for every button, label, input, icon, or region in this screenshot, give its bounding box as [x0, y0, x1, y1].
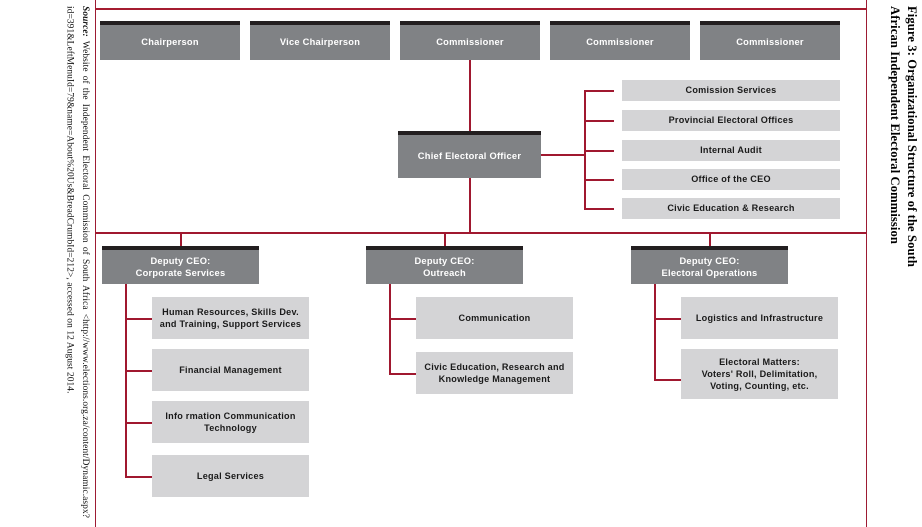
- unit-node-internal-audit[interactable]: Internal Audit: [622, 140, 840, 161]
- node-label: Info rmation Communication Technology: [165, 410, 296, 433]
- child-node-information-communication-technology[interactable]: Info rmation Communication Technology: [152, 401, 309, 443]
- child-node-civic-education-research-knowledge-management[interactable]: Civic Education, Research and Knowledge …: [416, 352, 573, 394]
- connector-or-child-2: [389, 373, 416, 375]
- source-label: Source:: [80, 6, 90, 37]
- board-node-commissioner-3[interactable]: Commissioner: [700, 21, 840, 60]
- board-node-commissioner-2[interactable]: Commissioner: [550, 21, 690, 60]
- node-label: Civic Education & Research: [667, 203, 795, 214]
- unit-node-office-of-the-ceo[interactable]: Office of the CEO: [622, 169, 840, 190]
- connector-cs-child-3: [125, 422, 152, 424]
- deputy-node-corporate-services[interactable]: Deputy CEO: Corporate Services: [102, 246, 259, 284]
- node-label: Deputy CEO: Electoral Operations: [661, 255, 758, 278]
- board-node-commissioner-1[interactable]: Commissioner: [400, 21, 540, 60]
- connector-bus-to-deputy-1: [180, 232, 182, 246]
- connector-spine-electoral-operations: [654, 284, 656, 380]
- node-label: Chairperson: [141, 37, 199, 48]
- connector-unit-1: [584, 90, 614, 92]
- node-label: Communication: [458, 312, 531, 323]
- source-text: Website of the Independent Electoral Com…: [64, 6, 91, 518]
- unit-node-provincial-electoral-offices[interactable]: Provincial Electoral Offices: [622, 110, 840, 131]
- connector-unit-4: [584, 179, 614, 181]
- node-label: Office of the CEO: [691, 174, 771, 185]
- node-label: Commissioner: [736, 37, 804, 48]
- connector-bus-to-deputy-3: [709, 232, 711, 246]
- connector-spine-corporate-services: [125, 284, 127, 478]
- node-label: Logistics and Infrastructure: [695, 312, 824, 323]
- board-node-chairperson[interactable]: Chairperson: [100, 21, 240, 60]
- connector-cs-child-1: [125, 318, 152, 320]
- left-frame-rule: [95, 0, 96, 527]
- connector-units-spine: [584, 90, 586, 209]
- connector-ceo-to-deputy-bus: [469, 178, 471, 233]
- child-node-human-resources[interactable]: Human Resources, Skills Dev. and Trainin…: [152, 297, 309, 339]
- figure-title: Figure 3: Organizational Structure of th…: [888, 6, 919, 267]
- node-label: Financial Management: [179, 364, 282, 375]
- node-label: Electoral Matters: Voters' Roll, Delimit…: [701, 356, 818, 392]
- top-frame-rule: [95, 8, 867, 10]
- child-node-financial-management[interactable]: Financial Management: [152, 349, 309, 391]
- node-label: Civic Education, Research and Knowledge …: [424, 361, 565, 384]
- deputy-node-electoral-operations[interactable]: Deputy CEO: Electoral Operations: [631, 246, 788, 284]
- child-node-legal-services[interactable]: Legal Services: [152, 455, 309, 497]
- connector-or-child-1: [389, 318, 416, 320]
- node-label: Deputy CEO: Corporate Services: [135, 255, 226, 278]
- node-label: Vice Chairperson: [279, 37, 361, 48]
- ceo-node[interactable]: Chief Electoral Officer: [398, 131, 541, 178]
- node-label: Legal Services: [196, 470, 265, 481]
- node-label: Human Resources, Skills Dev. and Trainin…: [159, 306, 302, 329]
- connector-unit-5: [584, 208, 614, 210]
- connector-unit-2: [584, 120, 614, 122]
- right-frame-rule: [866, 0, 867, 527]
- connector-bus-to-deputy-2: [444, 232, 446, 246]
- child-node-electoral-matters[interactable]: Electoral Matters: Voters' Roll, Delimit…: [681, 349, 838, 399]
- connector-board-to-ceo: [469, 60, 471, 131]
- board-node-vice-chairperson[interactable]: Vice Chairperson: [250, 21, 390, 60]
- connector-deputy-bus: [95, 232, 866, 234]
- child-node-communication[interactable]: Communication: [416, 297, 573, 339]
- connector-unit-3: [584, 150, 614, 152]
- node-label: Provincial Electoral Offices: [668, 115, 794, 126]
- node-label: Commissioner: [586, 37, 654, 48]
- node-label: Internal Audit: [700, 145, 762, 156]
- child-node-logistics-and-infrastructure[interactable]: Logistics and Infrastructure: [681, 297, 838, 339]
- deputy-node-outreach[interactable]: Deputy CEO: Outreach: [366, 246, 523, 284]
- connector-cs-child-2: [125, 370, 152, 372]
- node-label: Chief Electoral Officer: [417, 151, 522, 162]
- unit-node-commission-services[interactable]: Comission Services: [622, 80, 840, 101]
- connector-eo-child-2: [654, 379, 681, 381]
- connector-spine-outreach: [389, 284, 391, 374]
- connector-eo-child-1: [654, 318, 681, 320]
- connector-cs-child-4: [125, 476, 152, 478]
- node-label: Deputy CEO: Outreach: [414, 255, 475, 278]
- node-label: Comission Services: [685, 85, 777, 96]
- unit-node-civic-education-and-research[interactable]: Civic Education & Research: [622, 198, 840, 219]
- connector-ceo-to-units-stem: [541, 154, 585, 156]
- node-label: Commissioner: [436, 37, 504, 48]
- source-note: Source: Website of the Independent Elect…: [18, 6, 92, 518]
